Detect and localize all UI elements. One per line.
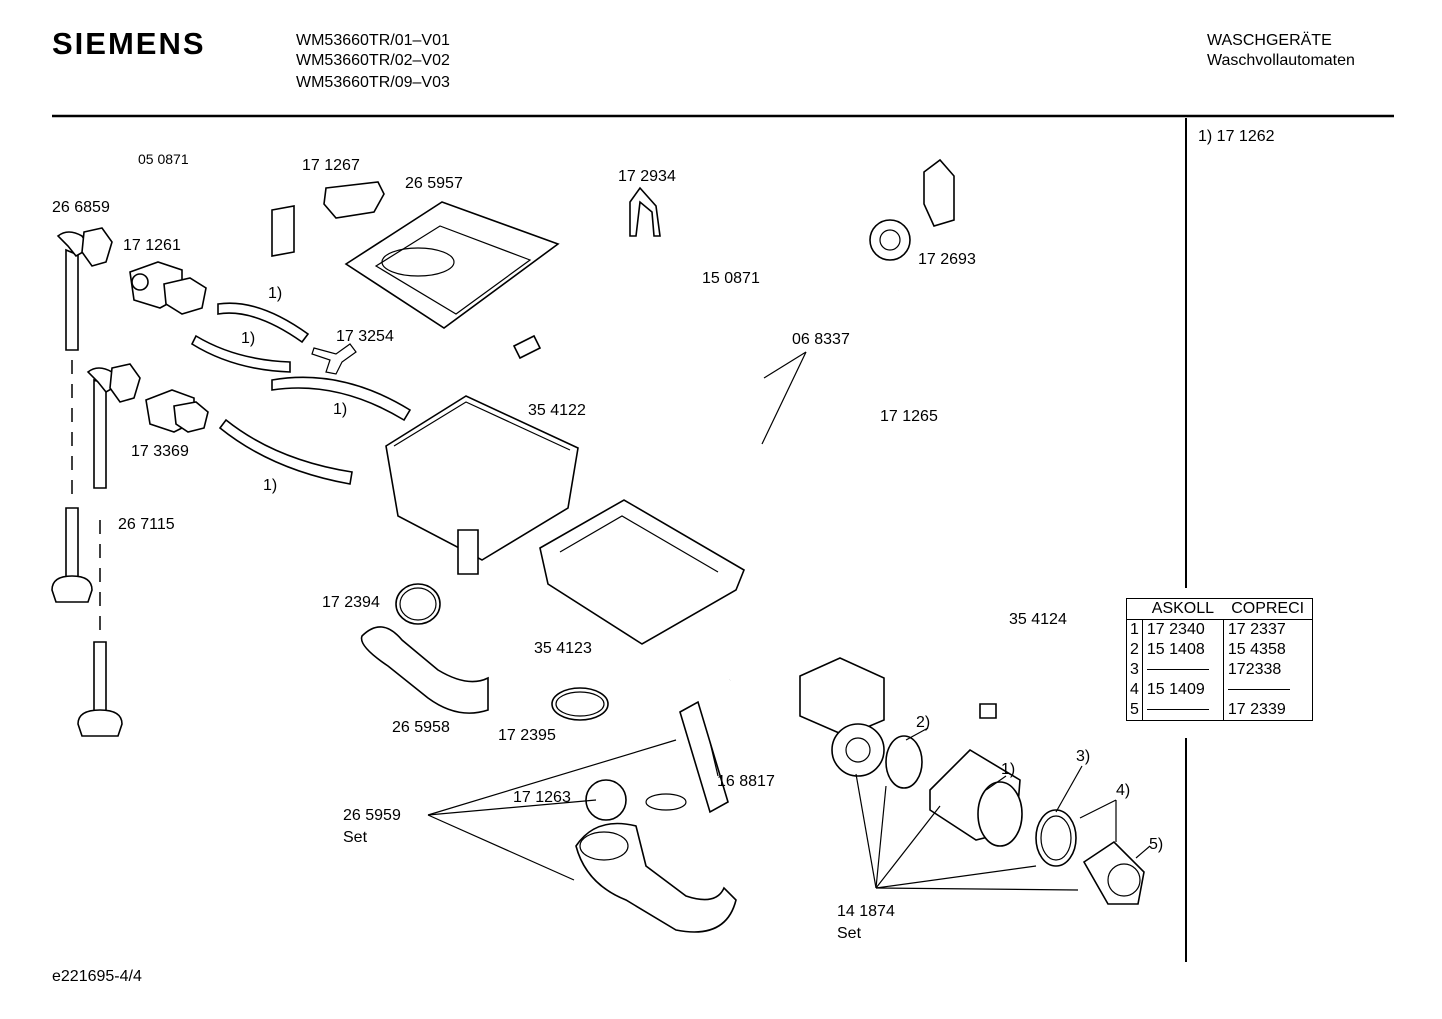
label-050871: 05 0871	[138, 151, 189, 167]
inlet-hose-267115	[77, 363, 141, 737]
table-row: 3 172338	[1126, 660, 1313, 680]
category-subtitle: Waschvollautomaten	[1207, 52, 1355, 69]
askoll-cell: 15 1408	[1142, 640, 1224, 660]
label-354123: 35 4123	[534, 640, 592, 657]
copreci-cell: 15 4358	[1227, 641, 1286, 658]
footnote-5: 5)	[1149, 836, 1164, 853]
hose-1d	[218, 418, 353, 485]
label-171265: 17 1265	[880, 408, 938, 425]
footnote-1c: 1)	[333, 401, 348, 418]
askoll-cell: 15 1409	[1142, 680, 1224, 700]
label-150871: 15 0871	[702, 270, 760, 287]
table-header-askoll: ASKOLL	[1142, 598, 1224, 620]
detergent-drawer-354123	[539, 499, 745, 645]
hinge-171267	[323, 181, 385, 219]
label-168817: 16 8817	[717, 773, 775, 790]
inlet-valve-173369	[145, 389, 209, 433]
label-171263: 17 1263	[513, 789, 571, 806]
float-168817	[679, 700, 729, 814]
askoll-cell-dash	[1142, 660, 1224, 680]
model-number-3: WM53660TR/09–V03	[296, 74, 450, 91]
table-row: 1 17 2340 17 2337	[1126, 619, 1313, 640]
footnote-1e: 1)	[1001, 761, 1016, 778]
row-index: 2	[1126, 640, 1143, 660]
table-header-copreci: COPRECI	[1223, 598, 1313, 620]
copreci-cell: 17 2337	[1227, 621, 1286, 638]
label-068337: 06 8337	[792, 331, 850, 348]
seal-172395	[551, 687, 609, 721]
supplier-reference-table: ASKOLL COPRECI 1 17 2340 17 2337 2 15 14…	[1126, 598, 1313, 721]
clip	[645, 793, 687, 811]
row-index: 5	[1126, 700, 1143, 721]
document-id: e221695-4/4	[52, 968, 142, 985]
footnote-1a: 1)	[268, 285, 283, 302]
hose-1b	[190, 334, 291, 373]
label-265957: 26 5957	[405, 175, 463, 192]
ball-171263	[585, 779, 627, 821]
label-panel-050871	[271, 205, 295, 257]
label-266859: 26 6859	[52, 199, 110, 216]
row-index: 1	[1126, 619, 1143, 640]
inlet-valve-171261	[129, 261, 207, 315]
label-171261: 17 1261	[123, 237, 181, 254]
hose-1c	[271, 376, 412, 422]
leader-lines	[427, 351, 1151, 891]
askoll-cell: 17 2340	[1142, 619, 1224, 640]
label-173369: 17 3369	[131, 443, 189, 460]
table-row: 2 15 1408 15 4358	[1126, 640, 1313, 660]
dash-mark	[1146, 669, 1209, 671]
y-connector-173254	[311, 343, 357, 375]
copreci-cell: 172338	[1227, 661, 1282, 678]
table-row: 4 15 1409	[1126, 680, 1313, 700]
bracket-172934	[629, 186, 661, 237]
hose-1a	[217, 302, 310, 344]
label-354122: 35 4122	[528, 402, 586, 419]
label-173254: 17 3254	[336, 328, 394, 345]
model-number-2: WM53660TR/02–V02	[296, 52, 450, 69]
inlet-hose-266859	[51, 227, 113, 603]
model-number-1: WM53660TR/01–V01	[296, 32, 450, 49]
label-171267: 17 1267	[302, 157, 360, 174]
footnote-3: 3)	[1076, 748, 1091, 765]
brand-logo: SIEMENS	[52, 26, 206, 61]
label-265958: 26 5958	[392, 719, 450, 736]
copreci-cell: 17 2339	[1227, 701, 1286, 718]
sump-265959	[575, 822, 737, 933]
footnote-2: 2)	[916, 714, 931, 731]
drain-pump-141874	[799, 657, 1145, 905]
table-header-row: ASKOLL COPRECI	[1126, 598, 1313, 620]
label-141874: 14 1874	[837, 903, 895, 920]
dispenser-housing-354122	[385, 395, 579, 561]
pressure-switch-172693	[869, 158, 955, 261]
bellows-265958	[360, 626, 489, 714]
dispenser-cover-265957	[344, 201, 560, 329]
footnote-4: 4)	[1116, 782, 1131, 799]
row-index: 3	[1126, 660, 1143, 680]
footnote-1d: 1)	[263, 477, 278, 494]
label-172395: 17 2395	[498, 727, 556, 744]
label-267115: 26 7115	[118, 516, 175, 533]
row-index: 4	[1126, 680, 1143, 700]
label-172693: 17 2693	[918, 251, 976, 268]
table-header-index	[1126, 598, 1143, 620]
seal-172394	[395, 583, 441, 625]
label-354124: 35 4124	[1009, 611, 1067, 628]
table-row: 5 17 2339	[1126, 700, 1313, 721]
label-172934: 17 2934	[618, 168, 676, 185]
category-title: WASCHGERÄTE	[1207, 32, 1332, 49]
label-172394: 17 2394	[322, 594, 380, 611]
footnote-1b: 1)	[241, 330, 256, 347]
dash-mark	[1227, 689, 1290, 691]
dash-mark	[1146, 709, 1209, 711]
askoll-cell-dash	[1142, 700, 1224, 721]
label-265959: 26 5959	[343, 807, 401, 824]
side-note: 1) 17 1262	[1198, 128, 1275, 145]
label-set-141874: Set	[837, 925, 862, 942]
copreci-cell-dash	[1223, 680, 1312, 700]
label-set-265959: Set	[343, 829, 368, 846]
